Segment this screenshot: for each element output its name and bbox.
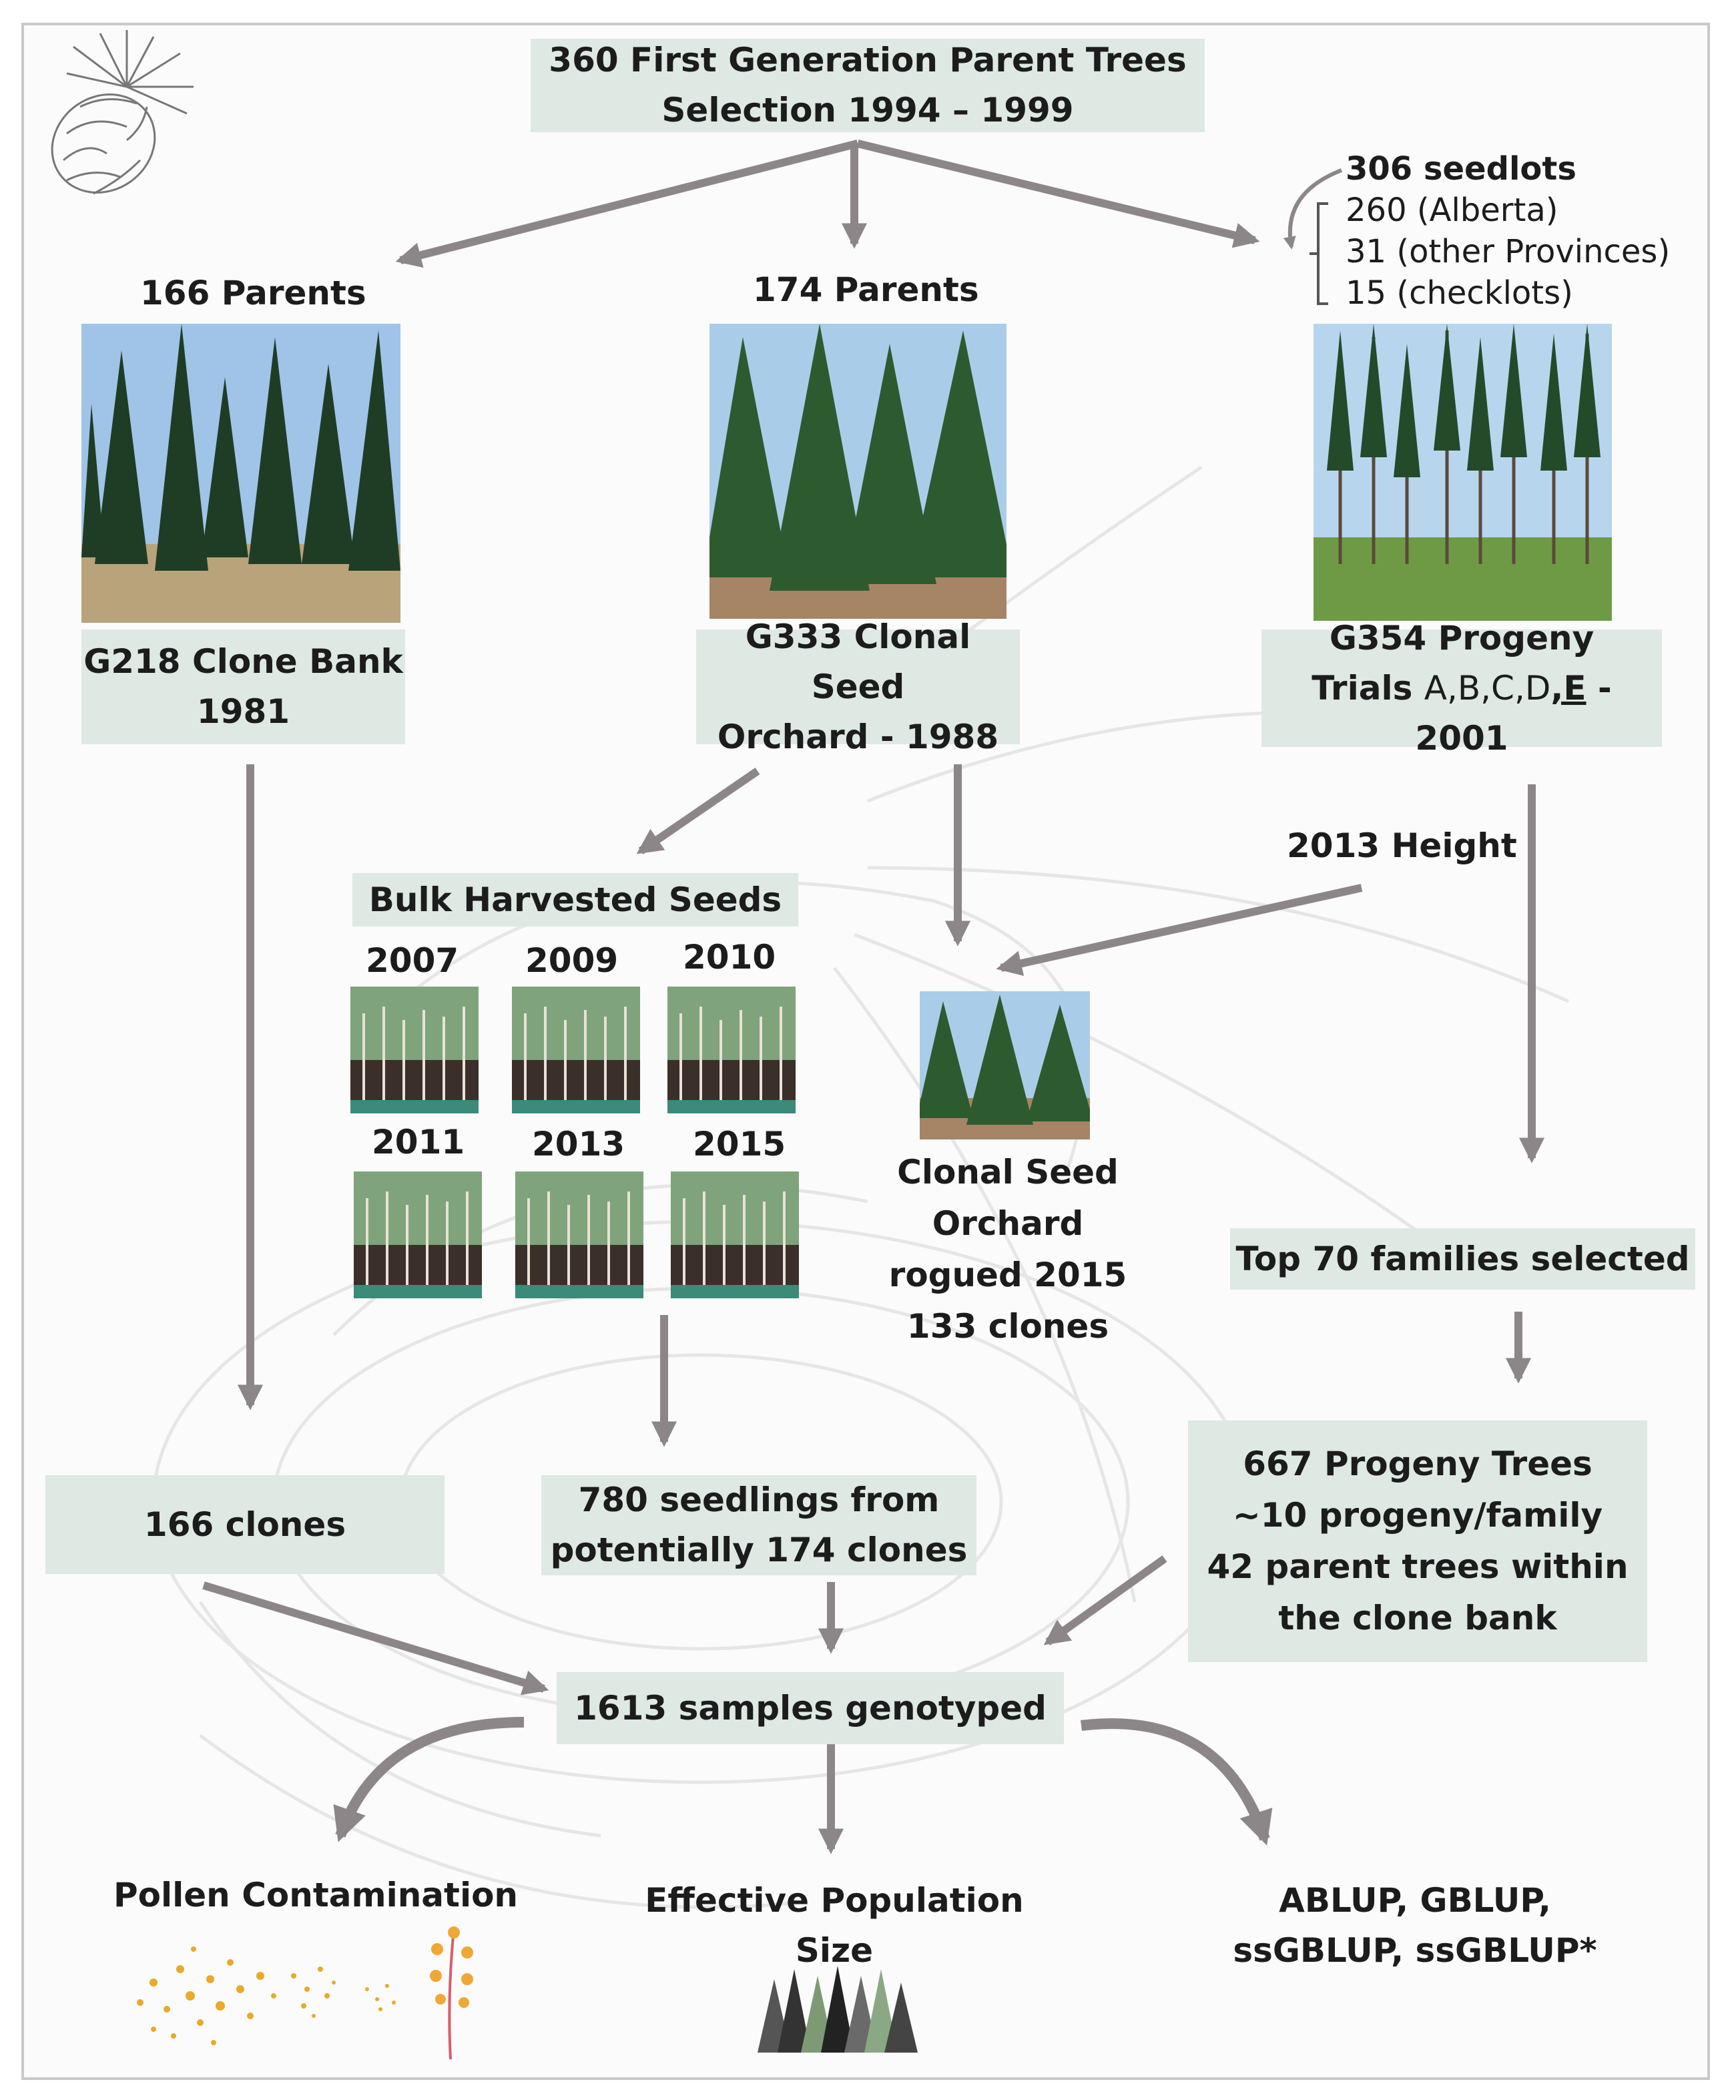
parent-trees-line2: Selection 1994 – 1999 [661,91,1074,129]
rogued-line1: Clonal Seed [897,1153,1119,1192]
height-label: 2013 Height [1287,826,1517,865]
seed-orchard-box: G333 Clonal Seed Orchard - 1988 [696,617,1020,756]
bulk-seeds-box: Bulk Harvested Seeds [352,873,798,927]
seedlings-line1: 780 seedlings from [578,1481,940,1519]
blup-line1: ABLUP, GBLUP, [1279,1881,1551,1920]
eff-line2: Size [795,1931,874,1970]
progeny-line1: 667 Progeny Trees [1243,1445,1593,1483]
clone-bank-line2: 1981 [196,692,290,731]
seed-orchard-line2: Orchard - 1988 [717,717,999,756]
genotyped-box: 1613 samples genotyped [557,1672,1064,1744]
progeny-trials-line2a: Trials [1312,668,1424,708]
progeny-line2: ~10 progeny/family [1232,1496,1603,1535]
progeny-trials-box: G354 Progeny Trials A,B,C,D,E - 2001 [1261,619,1662,758]
progeny-trials-line1: G354 Progeny [1329,618,1595,658]
progeny-trees-box: 667 Progeny Trees ~10 progeny/family 42 … [1188,1420,1647,1662]
seedlings-photo-2007 [350,987,479,1113]
rogued-line4: 133 clones [906,1307,1109,1346]
forest-icon [758,1966,918,2053]
clones-box: 166 clones [45,1475,445,1574]
rogued-orchard-photo [920,991,1090,1139]
seedlings-photo-2013 [515,1171,643,1298]
seedlings-photo-2009 [512,987,640,1113]
rogued-line2: Orchard [932,1204,1084,1243]
year-2015: 2015 [693,1125,786,1163]
year-2007: 2007 [366,941,459,980]
middle-parents-label: 174 Parents [753,270,979,309]
effective-population-label: Effective Population Size [627,1876,1041,1976]
seedlings-photo-2011 [354,1171,482,1298]
rogued-line3: rogued 2015 [888,1256,1127,1294]
clones-label: 166 clones [143,1505,346,1544]
rogued-orchard-text: Clonal Seed Orchard rogued 2015 133 clon… [881,1147,1135,1352]
seedlings-box: 780 seedlings from potentially 174 clone… [541,1475,976,1575]
parent-trees-box: 360 First Generation Parent Trees Select… [531,39,1205,132]
progeny-trials-e: ,E [1550,668,1586,708]
year-2013: 2013 [532,1125,625,1163]
eff-line1: Effective Population [645,1881,1024,1920]
seedlot-alberta: 260 (Alberta) [1346,192,1558,229]
pollen-label: Pollen Contamination [113,1876,519,1914]
parent-trees-line1: 360 First Generation Parent Trees [549,41,1187,79]
clone-bank-photo [81,324,400,623]
pine-cone-icon [51,30,194,195]
progeny-line4: the clone bank [1278,1599,1557,1637]
flower-branch-icon [430,1926,473,2060]
seedlot-list: 306 seedlots 260 (Alberta) 31 (other Pro… [1346,148,1670,314]
top70-label: Top 70 families selected [1235,1239,1690,1278]
seedlots-heading: 306 seedlots [1346,150,1576,188]
seedlot-other-provinces: 31 (other Provinces) [1346,233,1671,270]
year-2010: 2010 [683,938,776,977]
seedlings-photo-2015 [671,1171,799,1298]
progeny-line3: 42 parent trees within [1207,1547,1629,1586]
progeny-trial-photo [1314,324,1612,621]
year-2011: 2011 [372,1123,465,1161]
blup-label: ABLUP, GBLUP, ssGBLUP, ssGBLUP* [1215,1876,1615,1976]
blup-line2: ssGBLUP, ssGBLUP* [1233,1931,1597,1970]
seedlings-photo-2010 [667,987,796,1113]
progeny-trials-list: A,B,C,D [1424,668,1551,708]
clone-bank-box: G218 Clone Bank 1981 [81,629,405,744]
clone-bank-line1: G218 Clone Bank [83,642,403,681]
left-parents-label: 166 Parents [140,274,366,312]
top70-box: Top 70 families selected [1230,1228,1695,1290]
year-2009: 2009 [525,941,619,980]
pollen-dots-icon [137,1946,396,2045]
progeny-trials-year: - 2001 [1415,668,1612,758]
seed-orchard-photo [709,324,1006,619]
bulk-seeds-label: Bulk Harvested Seeds [368,880,782,919]
genotyped-label: 1613 samples genotyped [574,1688,1047,1728]
seedlings-line2: potentially 174 clones [550,1531,968,1569]
seedlot-checklots: 15 (checklots) [1346,274,1573,312]
seed-orchard-line1: G333 Clonal Seed [745,617,971,706]
